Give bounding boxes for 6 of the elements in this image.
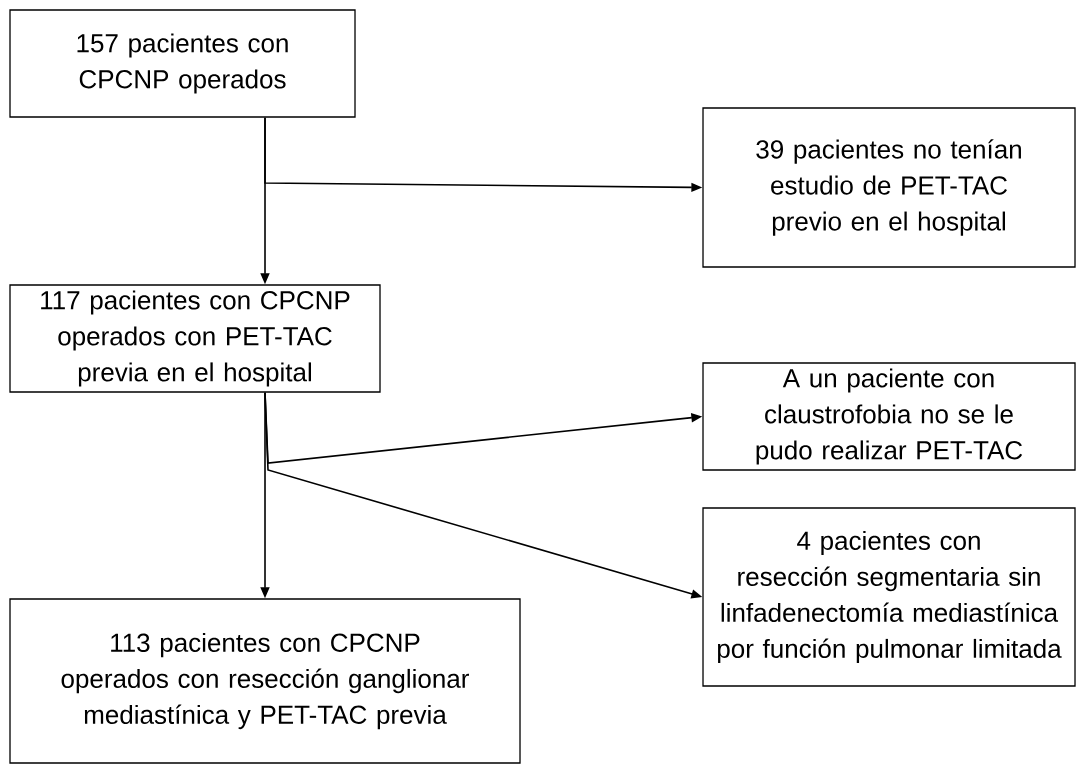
process-box: 113 pacientes con CPCNP operados con resección ganglionar mediastínica y PET-TAC previa	[9, 598, 521, 764]
process-box: 117 pacientes con CPCNP operados con PET-TAC previa en el hospital	[9, 284, 381, 393]
process-box: 39 pacientes no tenían estudio de PET-TAC previo en el hospital	[702, 107, 1076, 268]
process-box: 157 pacientes con CPCNP operados	[9, 9, 356, 118]
process-box: 4 pacientes con resección segmentaria sin linfadenectomía mediastínica por función pulmonar limitada	[702, 507, 1076, 687]
process-box: A un paciente con claustrofobia no se le pudo realizar PET-TAC	[702, 362, 1076, 471]
